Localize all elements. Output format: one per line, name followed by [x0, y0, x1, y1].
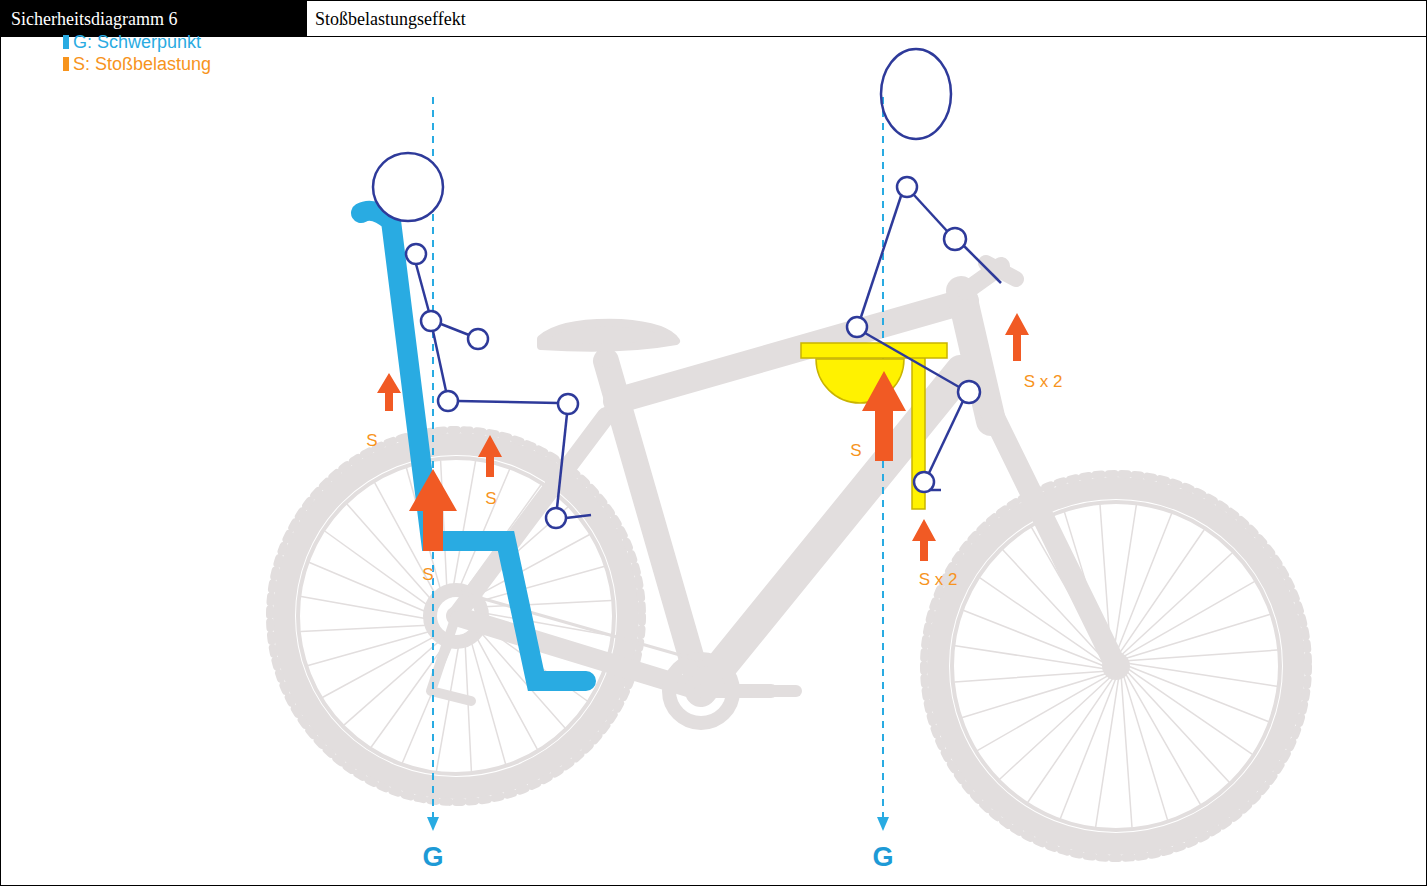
spoke: [1127, 650, 1277, 661]
rear-tyre: [284, 444, 628, 788]
spoke: [309, 563, 436, 616]
rider-hip: [847, 317, 867, 337]
legend-text: G: Schwerpunkt: [73, 32, 201, 53]
rider-shin: [929, 401, 963, 473]
spoke: [1128, 663, 1277, 686]
chain: [456, 591, 701, 661]
front-seat-board: [801, 343, 947, 358]
child-arm: [441, 324, 469, 335]
spoke: [978, 675, 1109, 750]
pedal: [753, 685, 796, 697]
child-shin: [557, 414, 567, 508]
child-body: [416, 264, 429, 312]
impact-label: S: [485, 489, 496, 509]
child-thigh: [458, 401, 558, 403]
child-knee: [558, 394, 578, 414]
rider-body: [861, 196, 901, 317]
impact-arrow-large: [862, 371, 906, 461]
fork: [986, 401, 1116, 666]
child-foot: [546, 508, 566, 528]
spoke: [301, 625, 438, 632]
spoke: [1125, 673, 1200, 804]
impact-label: S x 2: [1024, 372, 1063, 392]
spoke: [1121, 677, 1132, 827]
legend-text: S: Stoßbelastung: [73, 54, 211, 75]
impact-arrow: [478, 435, 502, 477]
spoke: [323, 632, 444, 698]
spoke: [1116, 514, 1172, 654]
diagram-title: Sicherheitsdiagramm 6: [11, 9, 177, 29]
impact-arrow: [377, 373, 401, 411]
rider-toe: [929, 489, 941, 492]
gravity-arrowhead: [427, 817, 439, 831]
rider-knee: [958, 381, 980, 403]
rider-joint: [897, 177, 917, 197]
legend-row: S: Stoßbelastung: [63, 53, 211, 75]
spoke: [308, 628, 440, 665]
child-toe: [566, 515, 591, 518]
impact-arrow-large: [409, 469, 457, 551]
gravity-arrowhead: [877, 817, 889, 831]
spoke: [955, 671, 1105, 682]
child-body: [433, 331, 446, 391]
saddle: [541, 323, 676, 348]
child-joint: [421, 311, 441, 331]
impact-label: S: [366, 431, 377, 451]
impact-label: S: [850, 441, 861, 461]
header-cell: Stoßbelastungseffekt: [306, 1, 1426, 37]
spoke: [452, 461, 476, 596]
rider-elbow: [944, 228, 966, 250]
legend-swatch: [63, 35, 69, 49]
impact-arrow: [1005, 313, 1029, 361]
child-joint: [438, 391, 458, 411]
rear-derailleur: [431, 616, 471, 701]
rider-forearm: [964, 246, 1001, 283]
rider-head: [881, 49, 951, 139]
spoke: [301, 596, 436, 620]
spoke: [1060, 678, 1116, 818]
legend-swatch: [63, 57, 69, 71]
legend: G: SchwerpunktS: Stoßbelastung: [63, 31, 211, 75]
rear-child-seat: [361, 211, 586, 681]
gravity-label: G: [872, 842, 893, 873]
impact-label: S x 2: [919, 570, 958, 590]
gravity-label: G: [422, 842, 443, 873]
spokes: [301, 461, 1277, 827]
rider-thigh: [865, 333, 959, 387]
impact-label: S: [422, 565, 433, 585]
impact-arrow: [912, 519, 936, 561]
header-subtitle: Stoßbelastungseffekt: [315, 9, 466, 29]
child-joint: [406, 244, 426, 264]
child-head: [373, 153, 443, 221]
legend-row: G: Schwerpunkt: [63, 31, 211, 53]
rear-tyre-knobs: [270, 430, 642, 802]
spoke: [1123, 582, 1254, 657]
rider-arm: [914, 195, 947, 231]
child-hand: [468, 329, 488, 349]
seat-stay: [456, 416, 606, 616]
rear-rim: [298, 458, 614, 774]
